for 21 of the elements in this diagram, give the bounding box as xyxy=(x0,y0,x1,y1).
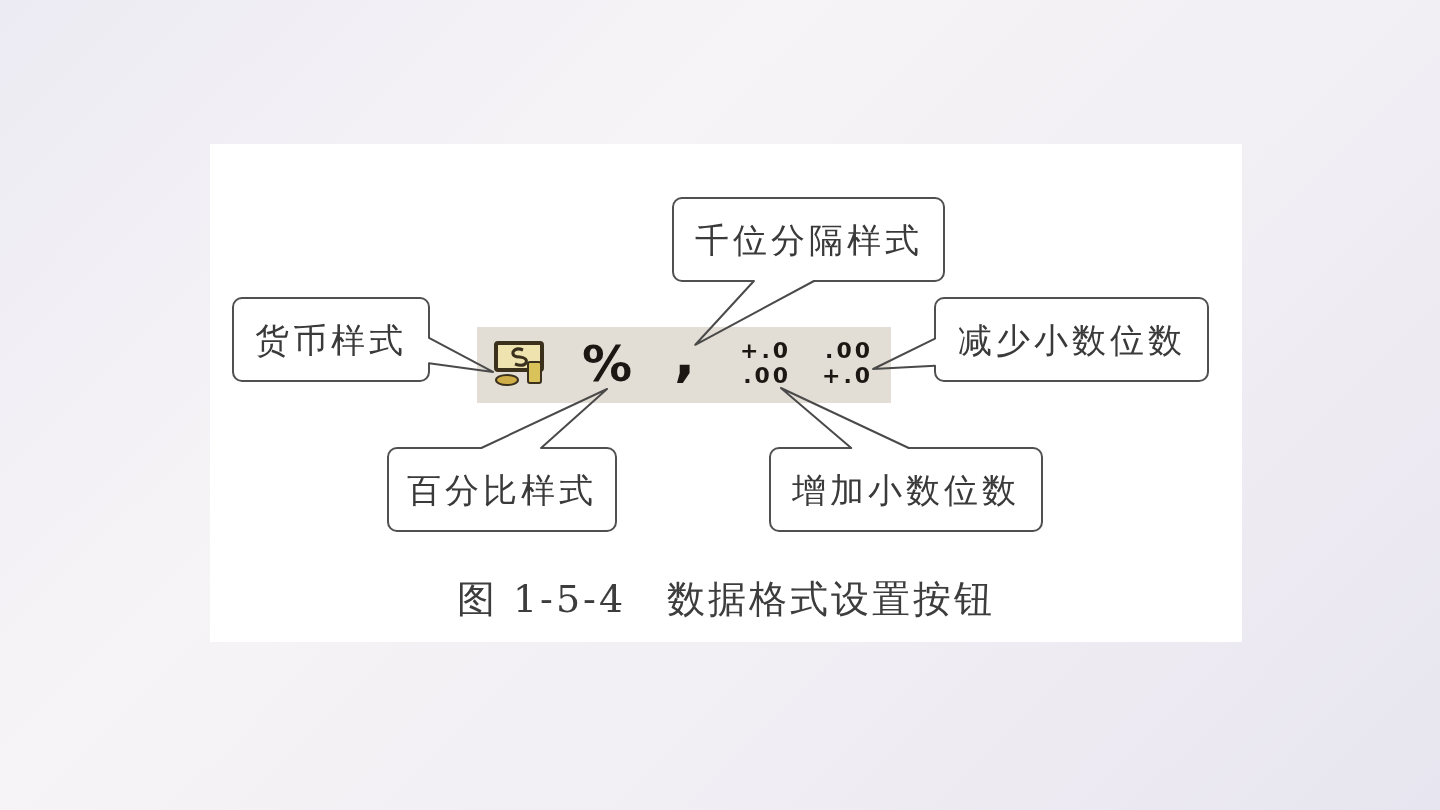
callout-label: 减少小数位数 xyxy=(957,322,1186,357)
figure-caption: 图 1-5-4 数据格式设置按钮 xyxy=(456,580,996,618)
callout-pointer xyxy=(779,387,910,449)
callout-label: 千位分隔样式 xyxy=(694,222,923,257)
callout-pointer xyxy=(428,336,494,373)
callout-label: 增加小数位数 xyxy=(792,472,1020,507)
callout-pointer xyxy=(480,388,609,449)
callout-label: 货币样式 xyxy=(255,322,407,357)
callout-box xyxy=(672,197,945,282)
toolbar-strip xyxy=(477,327,891,403)
callout-box xyxy=(387,447,617,532)
callout-pointer xyxy=(694,280,815,346)
comma-label: , xyxy=(674,328,696,384)
callout-box xyxy=(934,297,1209,382)
callout-label: 百分比样式 xyxy=(407,472,597,507)
callout-box xyxy=(232,297,430,382)
decimal-label: +.0 .00 xyxy=(740,338,792,388)
decimal-label: .00 +.0 xyxy=(822,338,874,388)
callout-pointer xyxy=(872,337,936,370)
percent-label: % xyxy=(582,339,633,389)
callout-box xyxy=(769,447,1043,532)
